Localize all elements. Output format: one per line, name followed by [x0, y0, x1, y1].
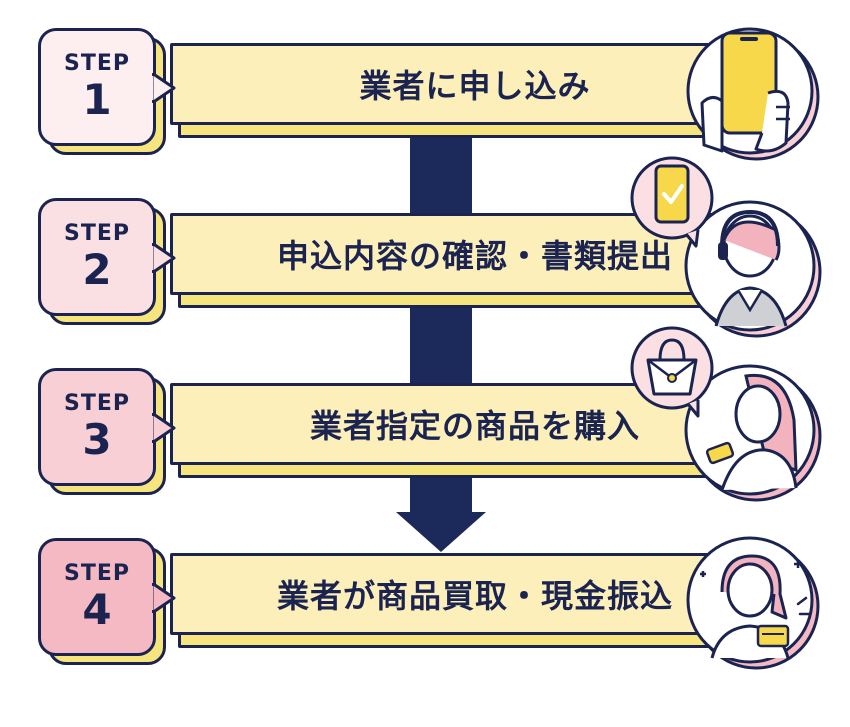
operator-with-headset-icon	[630, 156, 822, 338]
step-2-text: 申込内容の確認・書類提出	[276, 237, 673, 275]
step-4-badge: STEP 4	[38, 538, 156, 656]
woman-with-cash-icon	[686, 536, 820, 670]
step-4-bar: 業者が商品買取・現金振込	[170, 553, 750, 635]
step-3-text: 業者指定の商品を購入	[309, 407, 640, 445]
woman-shopping-bag-icon	[630, 326, 822, 502]
step-1-badge: STEP 1	[38, 28, 156, 146]
step-1-number: 1	[82, 75, 112, 124]
step-1-step-label: STEP	[63, 51, 130, 76]
step-2-badge: STEP 2	[38, 198, 156, 316]
step-2-number: 2	[82, 245, 112, 294]
step-2-step-label: STEP	[63, 221, 130, 246]
step-3-number: 3	[82, 415, 112, 464]
step-4-step-label: STEP	[63, 561, 130, 586]
step-3-badge: STEP 3	[38, 368, 156, 486]
step-4-text: 業者が商品買取・現金振込	[276, 577, 673, 615]
step-1-text: 業者に申し込み	[359, 67, 591, 105]
step-4-number: 4	[82, 585, 112, 634]
step-3-step-label: STEP	[63, 391, 130, 416]
step-1-bar: 業者に申し込み	[170, 43, 750, 125]
flow-arrow-head	[396, 512, 486, 552]
hand-holding-smartphone-icon	[686, 27, 820, 161]
